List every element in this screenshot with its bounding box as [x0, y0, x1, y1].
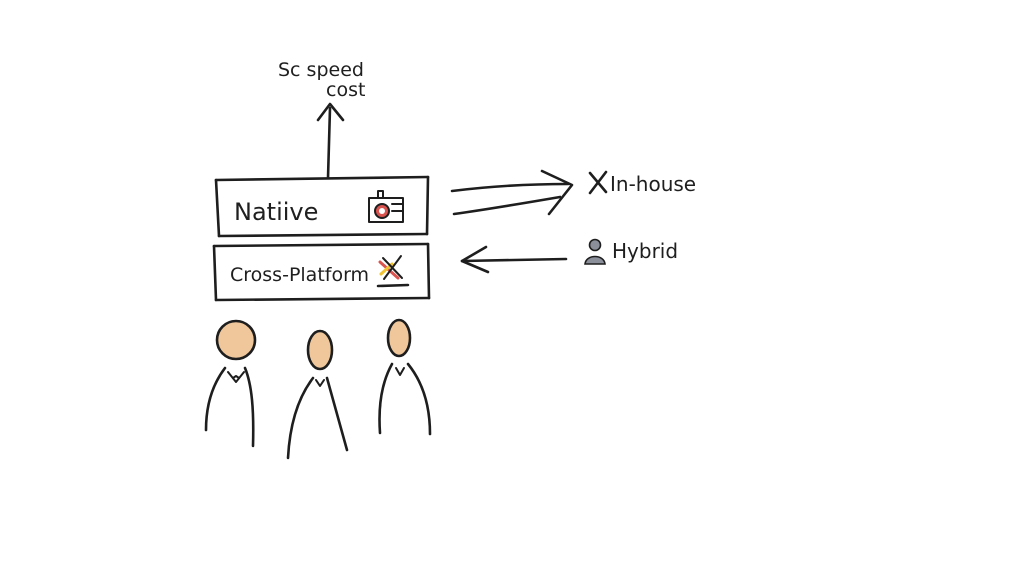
- top-note-line1: Sc speed: [278, 59, 364, 81]
- person-figure-3: [378, 318, 432, 436]
- hybrid-label: Hybrid: [612, 239, 678, 263]
- cross-platform-label: Cross-Platform: [230, 264, 369, 286]
- top-note-line2: cost: [326, 79, 365, 101]
- arrow-from-hybrid: [460, 245, 568, 274]
- person-figure-1: [204, 319, 257, 448]
- hybrid-option[interactable]: Hybrid: [584, 238, 678, 265]
- cross-platform-box[interactable]: Cross-Platform: [212, 242, 431, 302]
- x-mark-icon: [588, 170, 608, 195]
- crossed-out-icon: [376, 255, 410, 288]
- person-figure-2: [286, 329, 349, 460]
- person-icon: [584, 238, 606, 265]
- camera-icon: [368, 190, 404, 223]
- arrow-to-in-house: [450, 169, 574, 216]
- native-box[interactable]: Natiive: [214, 175, 430, 238]
- in-house-option[interactable]: In-house: [588, 170, 696, 196]
- up-arrow: [316, 102, 345, 180]
- native-label: Natiive: [234, 198, 318, 226]
- in-house-label: In-house: [610, 172, 696, 196]
